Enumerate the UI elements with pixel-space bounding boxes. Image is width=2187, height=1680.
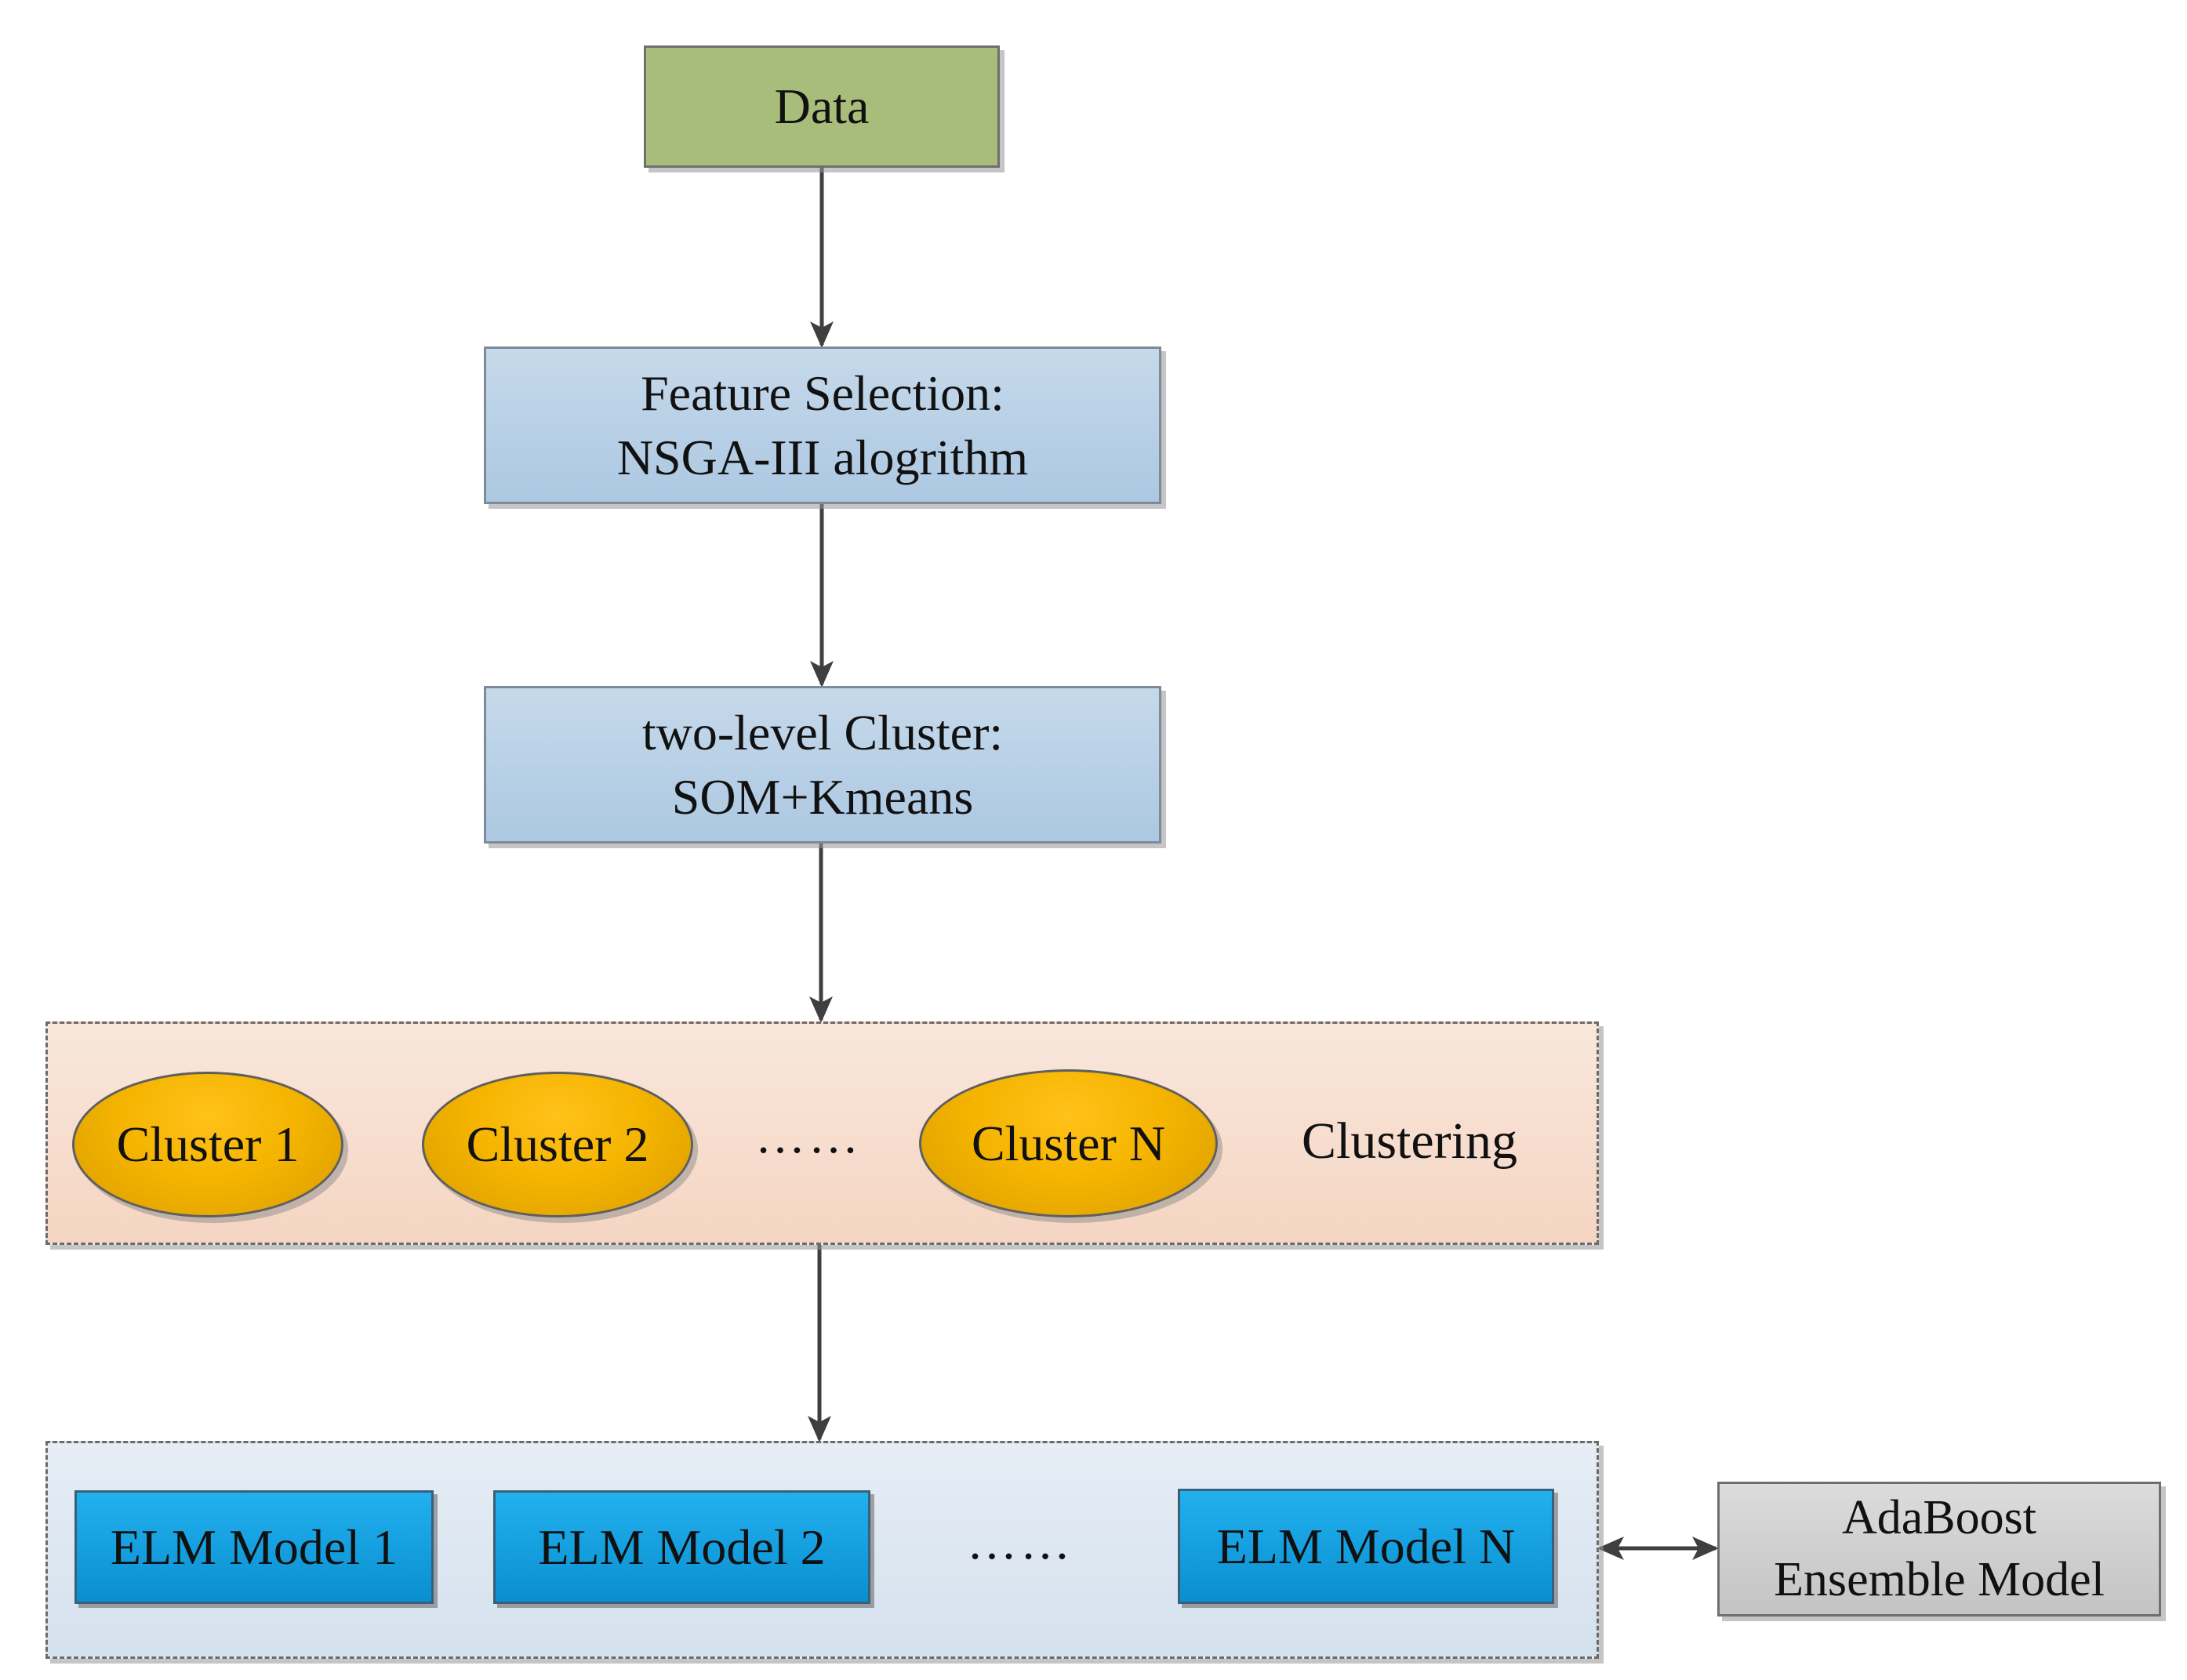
cluster-1-label: Cluster 1 [116, 1116, 300, 1172]
elm-model-1-node: ELM Model 1 [74, 1490, 434, 1604]
elm-model-n-label: ELM Model N [1216, 1518, 1516, 1574]
cluster-1-node: Cluster 1 [72, 1072, 343, 1217]
adaboost-title: AdaBoost [1842, 1490, 2036, 1544]
adaboost-ensemble-node: AdaBoost Ensemble Model [1717, 1482, 2161, 1617]
data-label: Data [774, 78, 870, 135]
two-level-cluster-title: two-level Cluster: [641, 705, 1004, 761]
cluster-n-label: Cluster N [971, 1115, 1166, 1171]
elm-model-2-node: ELM Model 2 [493, 1490, 870, 1604]
cluster-n-node: Cluster N [919, 1069, 1218, 1217]
elm-model-n-node: ELM Model N [1178, 1489, 1554, 1604]
clustering-group-label: Clustering [1302, 1112, 1517, 1170]
cluster-ellipsis: …… [755, 1108, 862, 1163]
adaboost-subtitle: Ensemble Model [1774, 1553, 2105, 1606]
elm-ellipsis: …… [967, 1514, 1074, 1569]
cluster-2-node: Cluster 2 [422, 1072, 693, 1217]
feature-selection-node: Feature Selection: NSGA-III alogrithm [484, 347, 1161, 504]
cluster-2-label: Cluster 2 [466, 1116, 649, 1172]
elm-model-1-label: ELM Model 1 [110, 1519, 398, 1575]
feature-selection-method: NSGA-III alogrithm [616, 429, 1029, 485]
two-level-cluster-node: two-level Cluster: SOM+Kmeans [484, 686, 1161, 844]
two-level-cluster-method: SOM+Kmeans [671, 768, 974, 825]
feature-selection-title: Feature Selection: [641, 365, 1004, 422]
elm-model-2-label: ELM Model 2 [538, 1519, 826, 1575]
data-node: Data [644, 45, 1000, 168]
